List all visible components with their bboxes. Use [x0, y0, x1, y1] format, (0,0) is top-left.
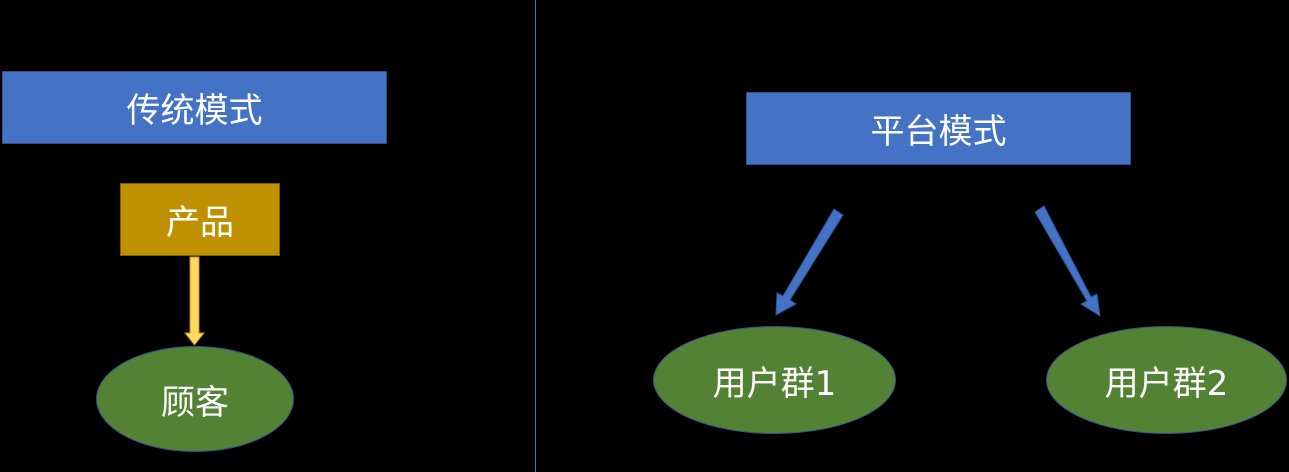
customer-ellipse: 顾客: [96, 346, 294, 452]
user-group-2-label: 用户群2: [1104, 363, 1229, 404]
section-divider: [535, 0, 536, 472]
user-group-1-ellipse: 用户群1: [653, 326, 896, 434]
platform-to-user-group-1-arrow: [775, 208, 844, 316]
platform-mode-label: 平台模式: [870, 112, 1007, 152]
platform-mode-box: 平台模式: [746, 92, 1131, 165]
user-group-1-label: 用户群1: [712, 363, 837, 404]
traditional-mode-label: 传统模式: [126, 91, 263, 131]
customer-label: 顾客: [161, 382, 229, 423]
user-group-2-ellipse: 用户群2: [1046, 326, 1287, 434]
product-box: 产品: [120, 183, 280, 256]
product-to-customer-arrow: [183, 256, 206, 346]
platform-to-user-group-2-arrow: [1034, 205, 1101, 317]
traditional-mode-box: 传统模式: [2, 71, 387, 144]
product-label: 产品: [166, 203, 234, 243]
